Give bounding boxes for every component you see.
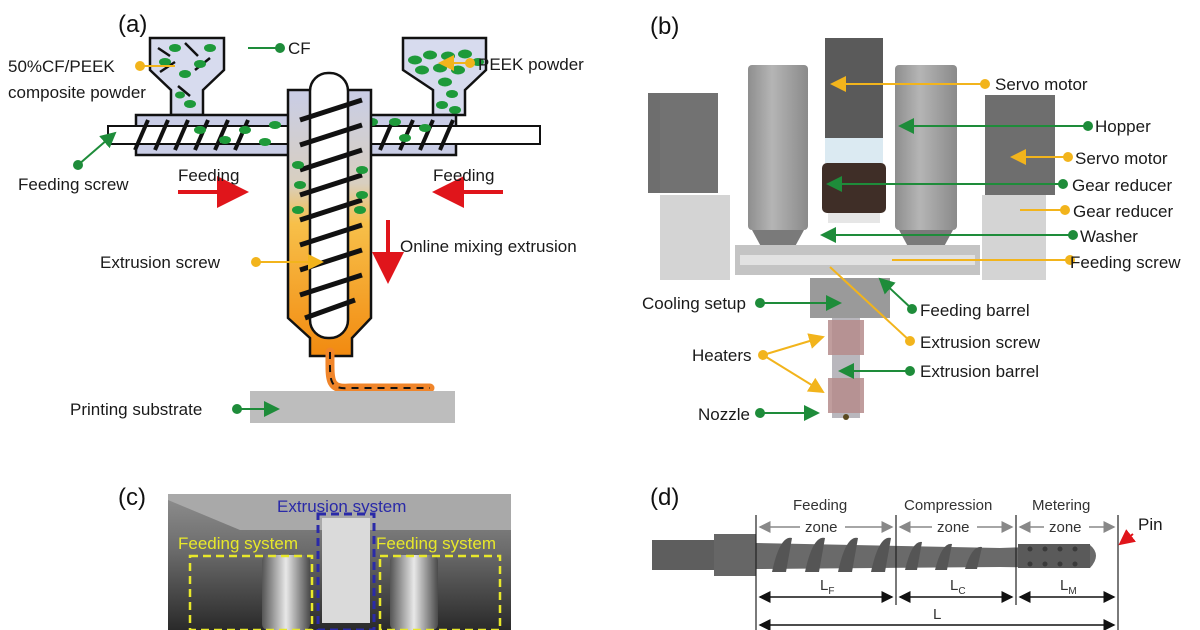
- heater-top: [828, 320, 864, 355]
- label-feeding-screw: Feeding screw: [18, 175, 129, 194]
- label-l-total: L: [933, 606, 941, 623]
- label-feeding-system-left: Feeding system: [178, 534, 298, 553]
- panel-a: (a): [8, 11, 584, 423]
- label-nozzle: Nozzle: [698, 405, 750, 424]
- callouts-b: [755, 76, 1093, 421]
- label-peek-powder: PEEK powder: [478, 55, 584, 74]
- extrusion-unit-photo: [322, 518, 370, 623]
- label-extrusion-screw-a: Extrusion screw: [100, 253, 221, 272]
- label-compression-zone-2: zone: [937, 519, 970, 536]
- center-gear-reducer: [822, 163, 886, 213]
- left-gear-reducer: [660, 195, 730, 280]
- label-servo-motor-top: Servo motor: [995, 75, 1088, 94]
- nozzle-tip: [843, 414, 849, 420]
- printing-substrate: [250, 391, 455, 423]
- label-hopper: Hopper: [1095, 117, 1151, 136]
- screw-shank: [652, 540, 714, 570]
- label-composite-line1: 50%CF/PEEK: [8, 57, 115, 76]
- right-hopper: [895, 65, 957, 230]
- label-feeding-right: Feeding: [433, 166, 494, 185]
- label-gear-reducer-center: Gear reducer: [1072, 176, 1172, 195]
- panel-c: (c) Extrusion system Feeding system Feed…: [118, 484, 511, 630]
- right-gear-reducer: [982, 195, 1046, 280]
- left-hopper-photo: [262, 555, 310, 630]
- label-extrusion-system: Extrusion system: [277, 497, 406, 516]
- label-lc: LC: [950, 577, 966, 597]
- label-metering-zone-2: zone: [1049, 519, 1082, 536]
- cf-peek-hopper: [148, 36, 226, 117]
- extrusion-system-box: [316, 512, 376, 630]
- peek-hopper: [401, 36, 488, 117]
- left-hopper: [748, 65, 808, 230]
- extrusion-screw-flights: [299, 97, 363, 321]
- label-servo-motor-right: Servo motor: [1075, 149, 1168, 168]
- screw-collar: [714, 534, 756, 576]
- zone-boundaries: [755, 515, 1119, 630]
- extruded-filament: [325, 347, 435, 393]
- label-feeding-system-right: Feeding system: [376, 534, 496, 553]
- panel-b: (b): [642, 13, 1181, 424]
- heater-bottom: [828, 378, 864, 413]
- label-feeding-barrel: Feeding barrel: [920, 301, 1030, 320]
- panel-c-tag: (c): [118, 484, 146, 511]
- label-extrusion-screw-b: Extrusion screw: [920, 333, 1041, 352]
- label-metering-zone-1: Metering: [1032, 497, 1090, 514]
- label-feeding-left: Feeding: [178, 166, 239, 185]
- label-online-mixing: Online mixing extrusion: [400, 237, 577, 256]
- callouts-a: [73, 43, 475, 417]
- feeding-system-left-box: [188, 554, 314, 630]
- label-washer: Washer: [1080, 227, 1138, 246]
- screw-flights: [772, 537, 982, 572]
- label-feeding-screw-b: Feeding screw: [1070, 253, 1181, 272]
- label-feeding-zone-1: Feeding: [793, 497, 847, 514]
- label-gear-reducer-right: Gear reducer: [1073, 202, 1173, 221]
- panel-a-tag: (a): [118, 11, 147, 38]
- label-composite-line2: composite powder: [8, 83, 146, 102]
- panel-d: (d) Feeding zone Compression zone: [650, 484, 1163, 630]
- label-heaters: Heaters: [692, 346, 752, 365]
- label-pin: Pin: [1138, 515, 1163, 534]
- label-extrusion-barrel: Extrusion barrel: [920, 362, 1039, 381]
- panel-d-tag: (d): [650, 484, 679, 511]
- label-feeding-zone-2: zone: [805, 519, 838, 536]
- label-cf: CF: [288, 39, 311, 58]
- feeding-system-right-box: [378, 554, 502, 630]
- right-hopper-photo: [390, 555, 438, 630]
- pin-arrow: [1118, 529, 1136, 546]
- label-lf: LF: [820, 577, 834, 597]
- dimension-arrows: [758, 591, 1116, 630]
- label-printing-substrate: Printing substrate: [70, 400, 202, 419]
- label-cooling-setup: Cooling setup: [642, 294, 746, 313]
- washer-ring: [825, 138, 883, 163]
- center-servo-motor: [825, 38, 883, 138]
- panel-b-tag: (b): [650, 13, 679, 40]
- label-compression-zone-1: Compression: [904, 497, 992, 514]
- right-servo-motor: [985, 95, 1055, 195]
- label-lm: LM: [1060, 577, 1077, 597]
